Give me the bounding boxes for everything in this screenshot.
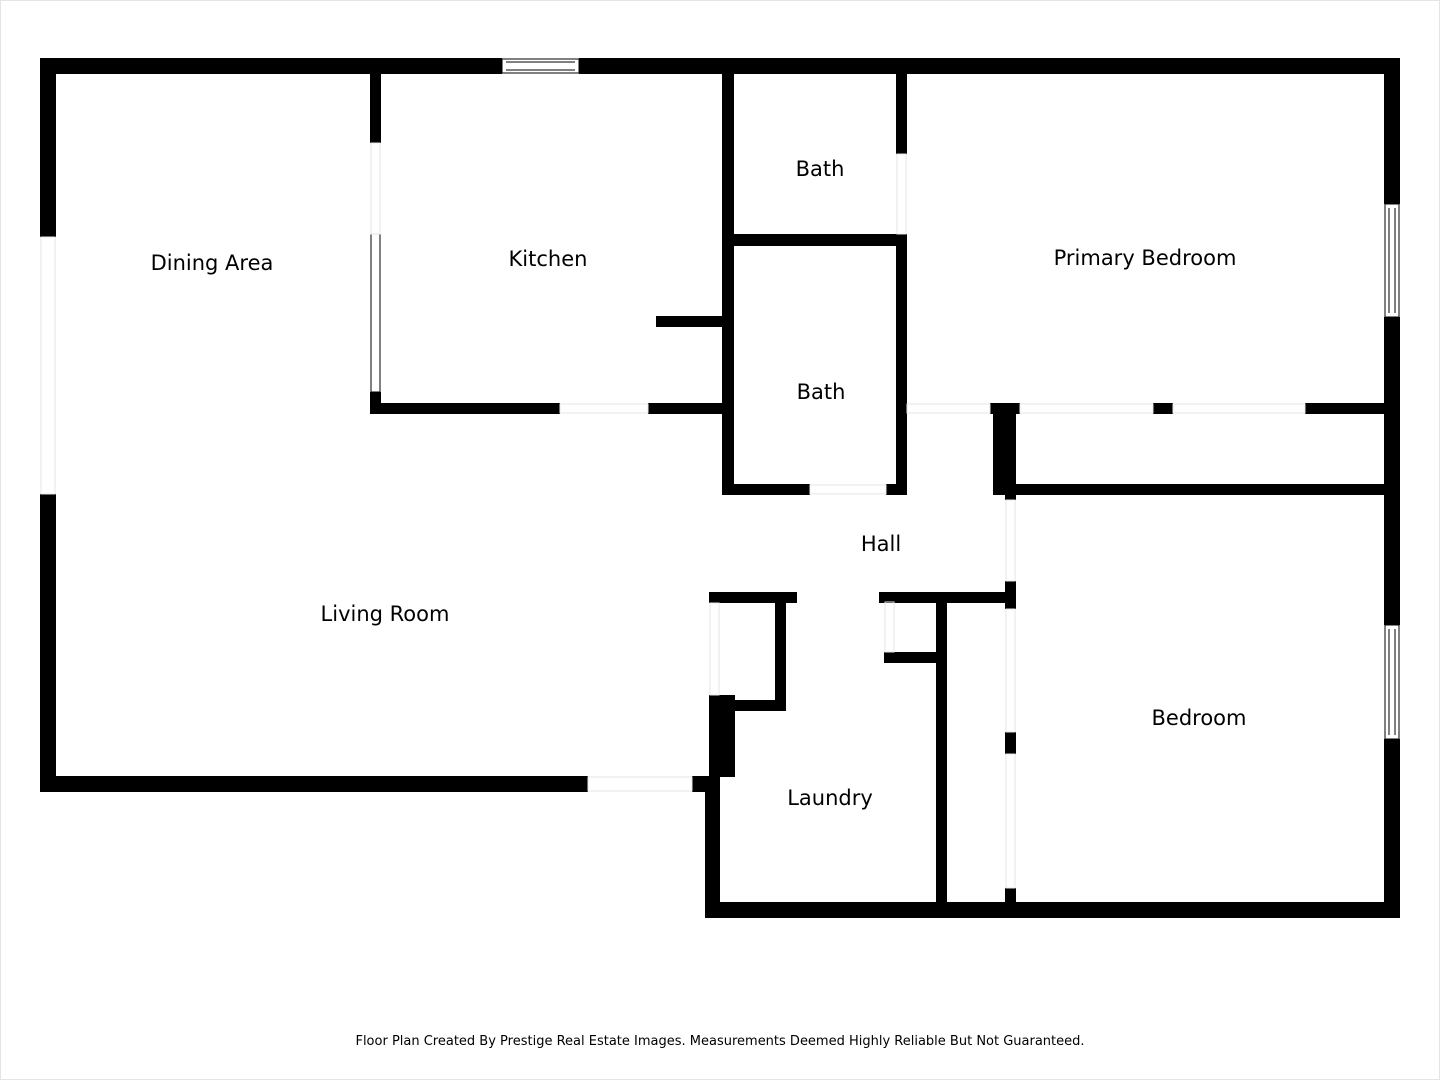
wall (705, 902, 1400, 918)
opening (809, 484, 887, 495)
wall (884, 592, 895, 602)
wall (40, 58, 56, 237)
wall (896, 234, 907, 495)
room-labels: Dining Area Kitchen Bath Primary Bedroom… (151, 157, 1247, 810)
wall (722, 484, 810, 495)
room-label-kitchen: Kitchen (509, 247, 588, 271)
wall (579, 58, 1400, 74)
opening (1172, 403, 1306, 414)
wall (1005, 484, 1400, 495)
window (1384, 624, 1400, 740)
openings (40, 142, 1306, 889)
wall (1005, 732, 1016, 754)
wall (936, 592, 947, 918)
opening (906, 403, 991, 414)
opening (1019, 403, 1154, 414)
window (370, 233, 381, 393)
wall (370, 66, 381, 143)
wall (722, 403, 734, 495)
wall (656, 316, 728, 327)
wall (722, 234, 907, 246)
wall (1005, 888, 1016, 918)
windows (370, 58, 1400, 740)
wall (879, 592, 1016, 603)
wall (370, 403, 560, 414)
opening (559, 403, 649, 414)
wall (775, 592, 786, 711)
walls (40, 58, 1400, 918)
opening (40, 236, 56, 495)
wall (40, 776, 588, 792)
wall (896, 66, 907, 154)
room-label-living-room: Living Room (321, 602, 450, 626)
opening (587, 776, 693, 792)
opening (709, 602, 720, 696)
footer-disclaimer: Floor Plan Created By Prestige Real Esta… (355, 1034, 1085, 1049)
wall (709, 700, 786, 711)
opening (896, 153, 907, 235)
wall (648, 403, 733, 414)
wall (1384, 317, 1400, 625)
room-label-bath-upper: Bath (796, 157, 845, 181)
wall (1005, 484, 1016, 500)
wall (993, 403, 1016, 495)
wall (709, 592, 720, 603)
room-label-bath-lower: Bath (797, 380, 846, 404)
room-label-bedroom: Bedroom (1152, 706, 1247, 730)
wall (1384, 739, 1400, 918)
wall (40, 494, 56, 792)
window (501, 58, 580, 74)
room-label-laundry: Laundry (787, 786, 873, 810)
room-label-dining-area: Dining Area (151, 251, 274, 275)
wall (705, 776, 720, 918)
wall (886, 484, 907, 495)
window (1384, 203, 1400, 318)
opening (1005, 753, 1016, 889)
wall (709, 592, 797, 603)
room-label-primary-bedroom: Primary Bedroom (1054, 246, 1237, 270)
wall (884, 652, 946, 663)
room-label-hall: Hall (861, 532, 901, 556)
wall (40, 58, 502, 74)
opening (370, 142, 381, 235)
opening (1005, 608, 1016, 733)
opening (884, 601, 895, 653)
opening (1005, 499, 1016, 582)
wall (709, 695, 735, 777)
wall (1153, 403, 1173, 414)
wall (1305, 403, 1400, 414)
wall (1384, 58, 1400, 204)
